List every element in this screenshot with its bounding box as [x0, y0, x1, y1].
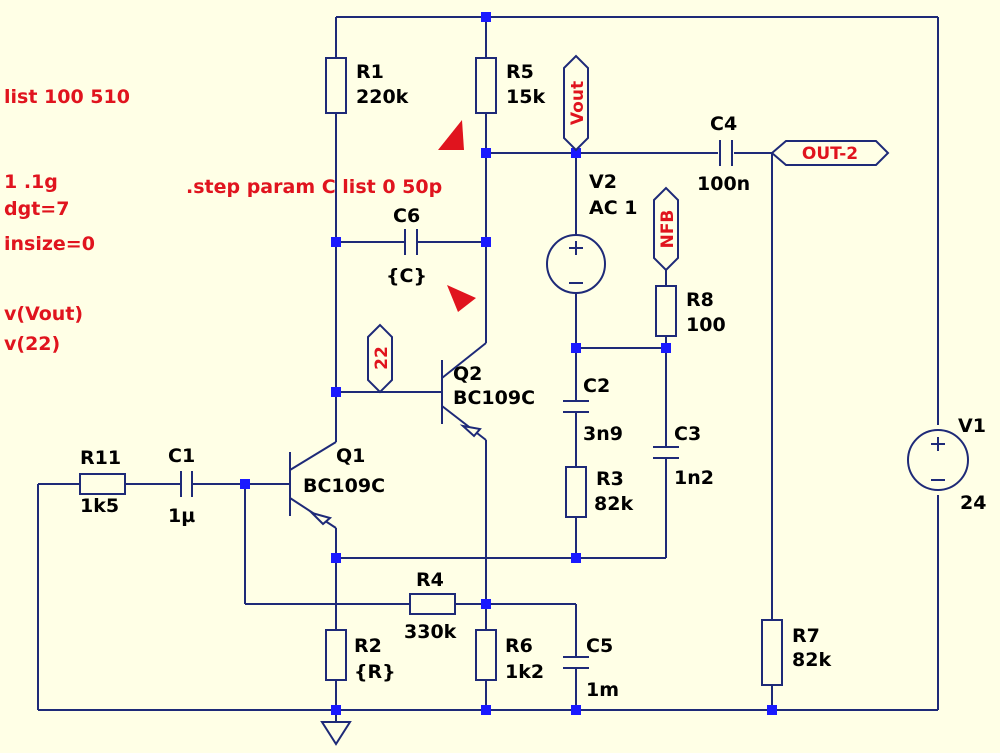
junction-dot [661, 343, 671, 353]
label-r4-value: 330k [404, 621, 457, 643]
label-c6-value: {C} [386, 265, 427, 287]
net-label-out2: OUT-2 [802, 144, 858, 164]
transistor-q1[interactable] [289, 441, 337, 529]
net-flag-22[interactable]: 22 [367, 323, 393, 394]
label-c1-name: C1 [168, 445, 195, 467]
voltage-source-v1[interactable] [907, 429, 969, 491]
label-v2-name: V2 [589, 171, 617, 193]
junction-dot [481, 148, 491, 158]
label-q1-name: Q1 [336, 445, 365, 467]
capacitor-c4[interactable] [719, 140, 733, 166]
junction-dot [331, 553, 341, 563]
resistor-r6[interactable] [475, 629, 497, 681]
directive-line[interactable]: dgt=7 [4, 198, 69, 220]
label-r8-value: 100 [686, 314, 726, 336]
label-r7-name: R7 [792, 625, 820, 647]
junction-dot [331, 387, 341, 397]
label-r7-value: 82k [792, 649, 831, 671]
net-flag-out2[interactable]: OUT-2 [770, 140, 890, 166]
label-c4-name: C4 [710, 113, 737, 135]
label-c5-value: 1m [586, 679, 619, 701]
label-v1-value: 24 [960, 492, 986, 514]
label-q1-value: BC109C [303, 475, 385, 497]
label-r5-value: 15k [506, 86, 545, 108]
net-label-vout: Vout [568, 81, 588, 125]
label-r1-name: R1 [356, 61, 384, 83]
resistor-r5[interactable] [475, 57, 497, 114]
marker-arrow-icon [438, 120, 464, 150]
label-r2-value: {R} [354, 661, 396, 683]
ground-icon [320, 721, 352, 746]
resistor-r7[interactable] [761, 619, 783, 686]
label-c2-value: 3n9 [583, 423, 623, 445]
resistor-r8[interactable] [655, 285, 677, 337]
junction-dot [571, 148, 581, 158]
label-c4-value: 100n [697, 173, 750, 195]
junction-dot [481, 599, 491, 609]
label-v2-value: AC 1 [589, 197, 637, 219]
transistor-q2[interactable] [441, 342, 487, 441]
label-c5-name: C5 [586, 635, 613, 657]
junction-dot [331, 705, 341, 715]
label-r11-name: R11 [80, 447, 121, 469]
net-flag-nfb[interactable]: NFB [653, 186, 679, 272]
junction-dot [331, 237, 341, 247]
label-c3-name: C3 [674, 423, 701, 445]
resistor-r2[interactable] [325, 629, 347, 681]
label-r3-value: 82k [594, 493, 633, 515]
resistor-r3[interactable] [565, 466, 587, 518]
net-label-22: 22 [372, 346, 392, 370]
label-r1-value: 220k [356, 86, 409, 108]
junction-dot [571, 553, 581, 563]
capacitor-c6[interactable] [404, 229, 418, 255]
junction-dot [481, 705, 491, 715]
junction-dot [571, 343, 581, 353]
junctions [240, 12, 777, 715]
junction-dot [240, 479, 250, 489]
label-r8-name: R8 [686, 289, 714, 311]
net-flag-vout[interactable]: Vout [563, 54, 589, 152]
label-q2-value: BC109C [453, 387, 535, 409]
junction-dot [571, 705, 581, 715]
label-c6-name: C6 [393, 205, 420, 227]
label-r6-value: 1k2 [505, 661, 544, 683]
directive-line[interactable]: v(22) [4, 333, 60, 355]
resistor-r1[interactable] [325, 57, 347, 114]
directive-line[interactable]: list 100 510 [4, 86, 130, 108]
resistor-r4[interactable] [409, 593, 456, 615]
capacitor-c3[interactable] [653, 446, 679, 459]
label-q2-name: Q2 [453, 363, 482, 385]
directive-line[interactable]: v(Vout) [4, 303, 83, 325]
junction-dot [767, 705, 777, 715]
capacitor-c1[interactable] [180, 471, 193, 497]
resistor-r11[interactable] [79, 473, 126, 495]
label-v1-name: V1 [958, 415, 986, 437]
label-r6-name: R6 [505, 635, 533, 657]
label-r5-name: R5 [506, 61, 534, 83]
capacitor-c2[interactable] [563, 400, 589, 413]
junction-dot [481, 237, 491, 247]
label-c1-value: 1µ [168, 505, 195, 527]
wires [37, 16, 939, 722]
directive-line[interactable]: insize=0 [4, 233, 95, 255]
label-r3-name: R3 [596, 468, 624, 490]
label-r11-value: 1k5 [80, 495, 119, 517]
capacitor-c5[interactable] [563, 656, 589, 669]
label-c3-value: 1n2 [674, 467, 714, 489]
voltage-source-v2[interactable] [546, 234, 606, 294]
directive-line[interactable]: 1 .1g [4, 171, 58, 193]
step-directive[interactable]: .step param C list 0 50p [186, 176, 442, 198]
label-r4-name: R4 [416, 569, 444, 591]
label-c2-name: C2 [583, 375, 610, 397]
junction-dot [481, 12, 491, 22]
label-r2-name: R2 [354, 635, 382, 657]
net-label-nfb: NFB [658, 210, 678, 249]
marker-arrow-icon [447, 285, 476, 312]
